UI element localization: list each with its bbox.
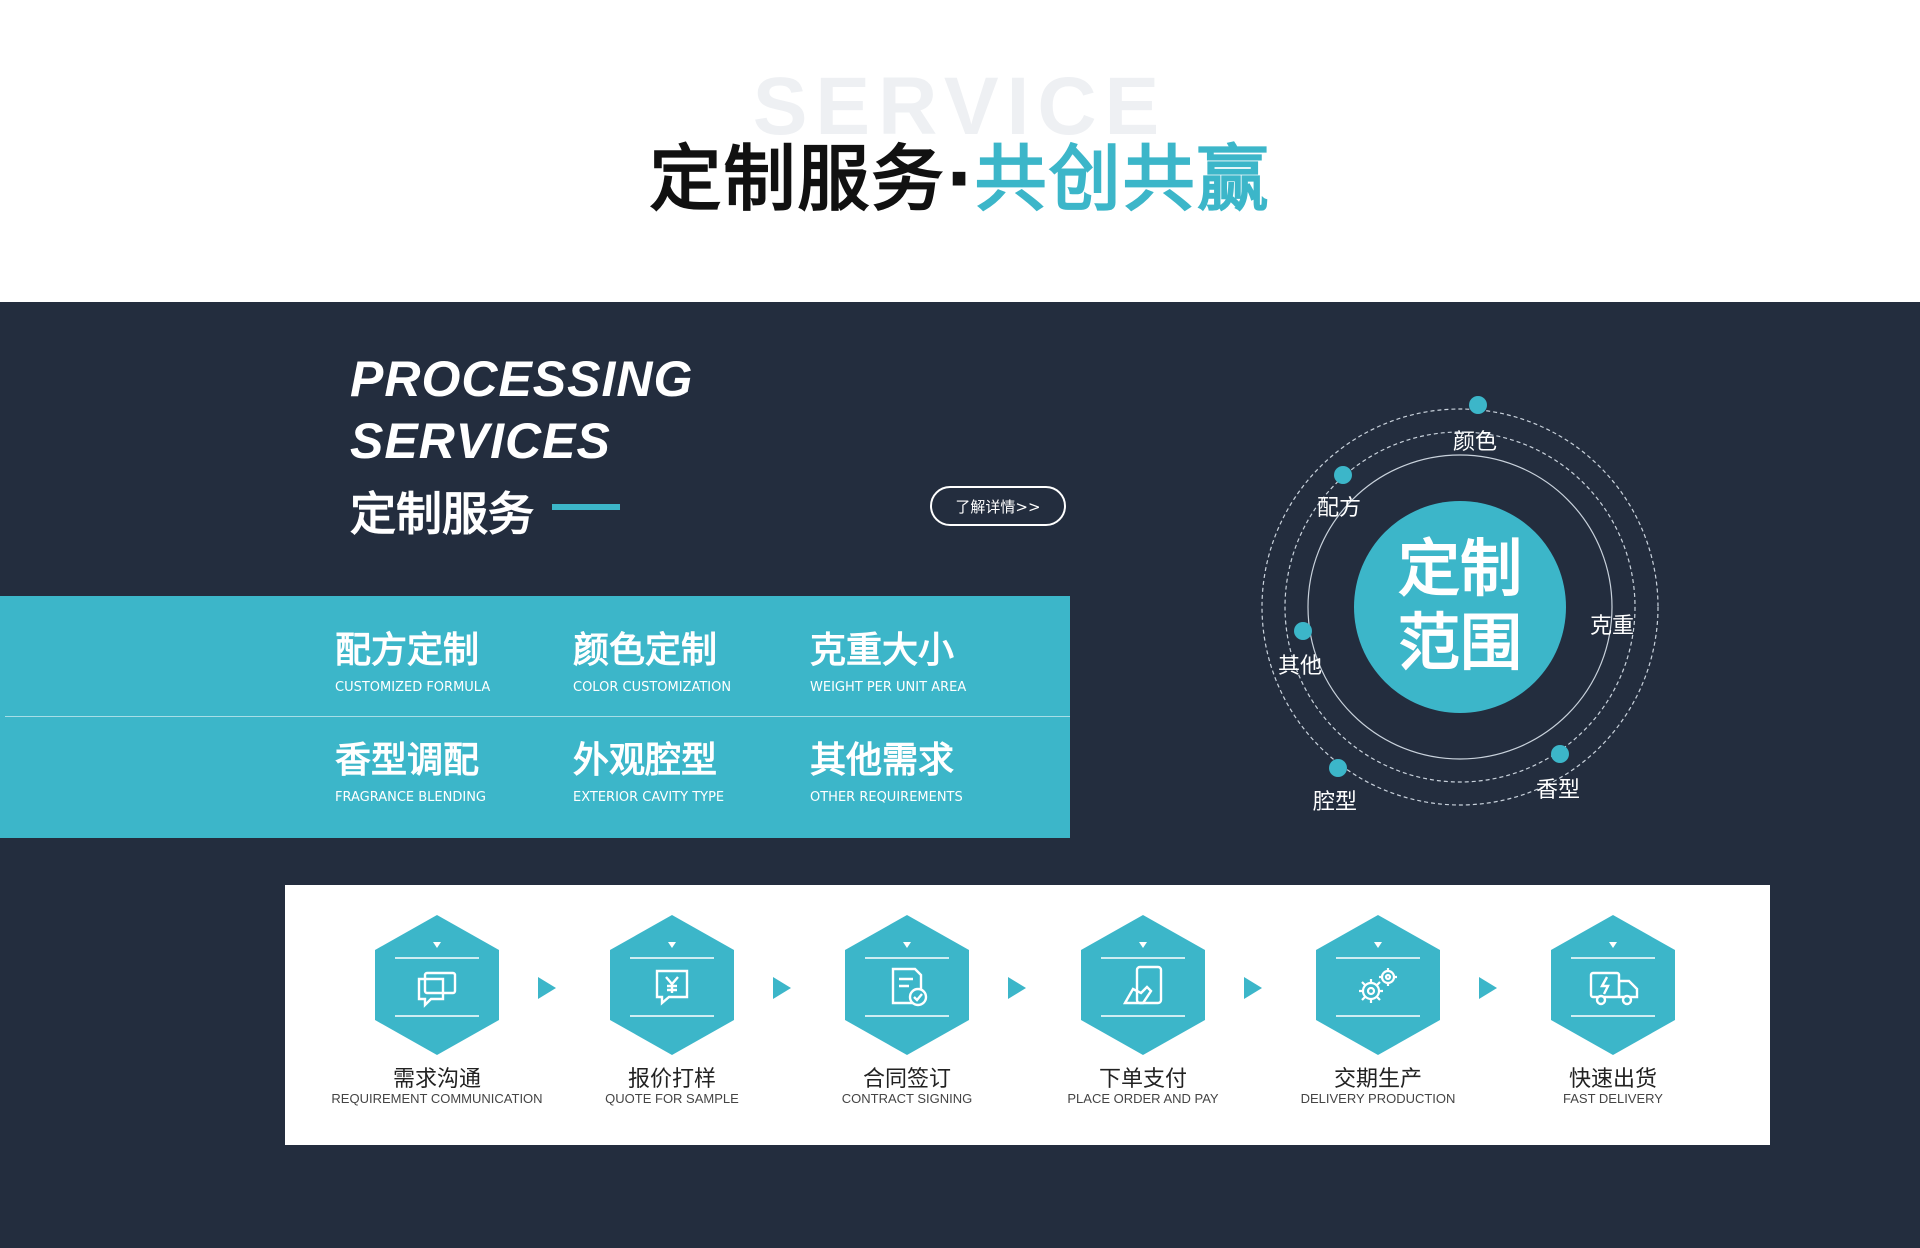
- scope-center-line: 范围: [1397, 606, 1522, 679]
- orbit-dot: [1294, 622, 1312, 640]
- scope-center-line: 定制: [1397, 532, 1522, 605]
- orbit-dot: [1329, 759, 1347, 777]
- step-subtitle: CONTRACT SIGNING: [841, 1091, 973, 1106]
- option-title: 颜色定制: [573, 630, 718, 671]
- option-subtitle: OTHER REQUIREMENTS: [810, 790, 963, 805]
- step-title: 报价打样: [627, 1067, 716, 1092]
- step-arrow-icon: [1244, 977, 1262, 999]
- option-subtitle: FRAGRANCE BLENDING: [335, 790, 487, 805]
- orbit-dot: [1469, 396, 1487, 414]
- option-item: 克重大小 WEIGHT PER UNIT AREA: [810, 630, 1040, 695]
- step-arrow-icon: [1008, 977, 1026, 999]
- orbit-dot: [1334, 466, 1352, 484]
- page-title: 定制服务·共创共赢: [0, 120, 1920, 225]
- processing-heading: PROCESSING: [350, 351, 694, 407]
- scope-center-circle: [1354, 501, 1566, 713]
- step-title: 交期生产: [1333, 1067, 1422, 1092]
- scope-label-color: 颜色: [1453, 430, 1498, 455]
- scope-label-cavity: 腔型: [1313, 790, 1358, 815]
- option-subtitle: WEIGHT PER UNIT AREA: [810, 680, 967, 695]
- option-item: 外观腔型 EXTERIOR CAVITY TYPE: [573, 740, 803, 805]
- step-hexagon: [1316, 915, 1440, 1055]
- chat-icon: [417, 971, 457, 1008]
- step-hexagon: [375, 915, 499, 1055]
- option-item: 配方定制 CUSTOMIZED FORMULA: [335, 630, 565, 695]
- step-hexagon: [1081, 915, 1205, 1055]
- step-title: 需求沟通: [392, 1067, 481, 1092]
- yen-message-icon: [655, 969, 689, 1006]
- orbit-ring-inner: [1307, 454, 1613, 760]
- scope-center-label: 定制 范围: [1355, 532, 1565, 680]
- orbit-ring-middle: [1284, 431, 1636, 783]
- gears-icon: [1359, 968, 1397, 1003]
- phone-hand-icon: [1122, 965, 1163, 1005]
- step-arrow-icon: [538, 977, 556, 999]
- step-arrow-icon: [773, 977, 791, 999]
- option-subtitle: EXTERIOR CAVITY TYPE: [573, 790, 725, 805]
- step-subtitle: REQUIREMENT COMMUNICATION: [331, 1091, 543, 1106]
- orbit-dot: [1551, 745, 1569, 763]
- process-steps-panel: [285, 885, 1770, 1145]
- option-title: 其他需求: [810, 740, 955, 781]
- options-panel: 配方定制 CUSTOMIZED FORMULA 颜色定制 COLOR CUSTO…: [0, 596, 1070, 838]
- option-title: 外观腔型: [573, 740, 718, 781]
- step-title: 快速出货: [1568, 1067, 1657, 1092]
- scope-label-other: 其他: [1278, 654, 1323, 679]
- option-title: 香型调配: [335, 740, 480, 781]
- option-subtitle: CUSTOMIZED FORMULA: [335, 680, 491, 695]
- heading-accent-line: [552, 504, 620, 510]
- custom-service-heading: 定制服务: [350, 487, 534, 541]
- step-subtitle: QUOTE FOR SAMPLE: [605, 1091, 739, 1106]
- step-subtitle: DELIVERY PRODUCTION: [1300, 1091, 1456, 1106]
- title-part-teal: 共创共赢: [974, 137, 1271, 221]
- step-title: 合同签订: [862, 1067, 951, 1092]
- option-item: 颜色定制 COLOR CUSTOMIZATION: [573, 630, 803, 695]
- option-title: 配方定制: [335, 630, 480, 671]
- step-hexagon: [610, 915, 734, 1055]
- scope-orbit-diagram: [1261, 396, 1659, 806]
- step-subtitle: FAST DELIVERY: [1563, 1091, 1663, 1106]
- panel-divider: [5, 716, 1070, 717]
- watermark-text: SERVICE: [752, 61, 1168, 152]
- title-part-black: 定制服务·: [649, 137, 975, 221]
- option-item: 其他需求 OTHER REQUIREMENTS: [810, 740, 1040, 805]
- step-title: 下单支付: [1098, 1067, 1187, 1092]
- header-section: SERVICE 定制服务·共创共赢: [0, 0, 1920, 302]
- services-heading: SERVICES: [350, 413, 611, 469]
- truck-icon: [1589, 971, 1639, 1006]
- learn-more-button[interactable]: 了解详情>>: [930, 486, 1066, 526]
- scope-label-formula: 配方: [1317, 496, 1362, 521]
- contract-check-icon: [891, 967, 928, 1007]
- step-subtitle: PLACE ORDER AND PAY: [1067, 1091, 1219, 1106]
- option-subtitle: COLOR CUSTOMIZATION: [573, 680, 732, 695]
- option-title: 克重大小: [810, 630, 955, 671]
- scope-label-weight: 克重: [1590, 614, 1635, 639]
- scope-label-fragrance: 香型: [1536, 778, 1581, 803]
- option-item: 香型调配 FRAGRANCE BLENDING: [335, 740, 565, 805]
- orbit-ring-outer: [1261, 408, 1659, 806]
- step-arrow-icon: [1479, 977, 1497, 999]
- step-hexagon: [1551, 915, 1675, 1055]
- step-hexagon: [845, 915, 969, 1055]
